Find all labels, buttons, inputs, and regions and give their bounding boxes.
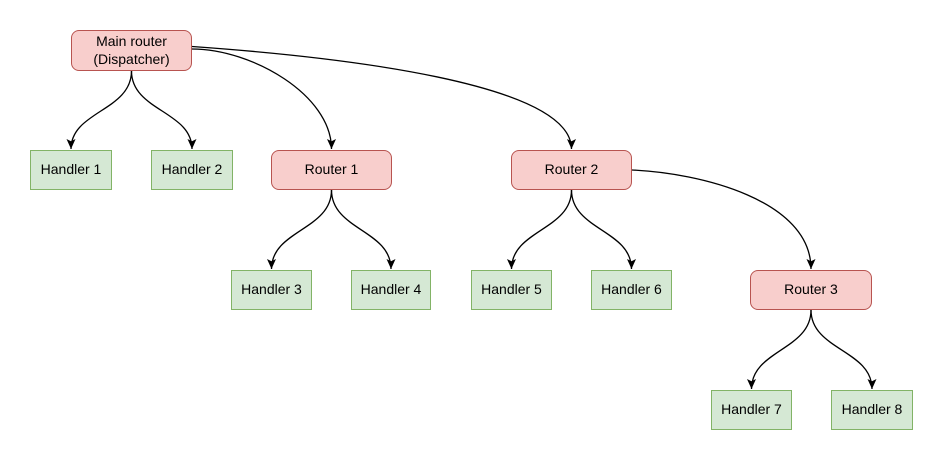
node-router-1: Router 1 bbox=[271, 150, 392, 190]
node-router-3-label: Router 3 bbox=[784, 281, 838, 298]
node-router-3: Router 3 bbox=[750, 270, 872, 310]
node-handler-7-label: Handler 7 bbox=[721, 401, 782, 418]
node-handler-5-label: Handler 5 bbox=[481, 281, 542, 298]
node-handler-6: Handler 6 bbox=[591, 270, 672, 310]
node-main-router: Main router (Dispatcher) bbox=[71, 30, 192, 71]
edge-main-router-to-router-1 bbox=[191, 48, 336, 150]
node-handler-2: Handler 2 bbox=[151, 150, 233, 190]
edge-main-router-to-router-2 bbox=[191, 45, 576, 150]
node-handler-1-label: Handler 1 bbox=[40, 161, 102, 178]
edge-router-1-to-handler-3 bbox=[267, 189, 333, 270]
node-handler-7: Handler 7 bbox=[711, 390, 792, 430]
node-handler-6-label: Handler 6 bbox=[601, 281, 662, 298]
node-handler-8-label: Handler 8 bbox=[841, 401, 903, 418]
node-main-router-label: Main router (Dispatcher) bbox=[93, 33, 170, 67]
edge-router-2-to-router-3 bbox=[631, 169, 816, 270]
node-handler-4: Handler 4 bbox=[351, 270, 431, 310]
edge-router-3-to-handler-7 bbox=[747, 309, 812, 390]
edge-router-2-to-handler-6 bbox=[570, 189, 636, 270]
node-router-1-label: Router 1 bbox=[304, 161, 359, 178]
node-handler-4-label: Handler 4 bbox=[360, 281, 422, 298]
edge-main-router-to-handler-2 bbox=[130, 70, 197, 150]
node-handler-3-label: Handler 3 bbox=[241, 281, 302, 298]
node-handler-8: Handler 8 bbox=[831, 390, 913, 430]
node-handler-5: Handler 5 bbox=[471, 270, 552, 310]
node-handler-2-label: Handler 2 bbox=[161, 161, 223, 178]
edge-main-router-to-handler-1 bbox=[66, 70, 133, 150]
node-handler-3: Handler 3 bbox=[231, 270, 312, 310]
edge-router-2-to-handler-5 bbox=[507, 189, 573, 270]
edge-router-1-to-handler-4 bbox=[330, 189, 396, 270]
node-handler-1: Handler 1 bbox=[30, 150, 112, 190]
node-router-2-label: Router 2 bbox=[544, 161, 599, 178]
edge-router-3-to-handler-8 bbox=[810, 309, 877, 390]
node-router-2: Router 2 bbox=[511, 150, 632, 190]
